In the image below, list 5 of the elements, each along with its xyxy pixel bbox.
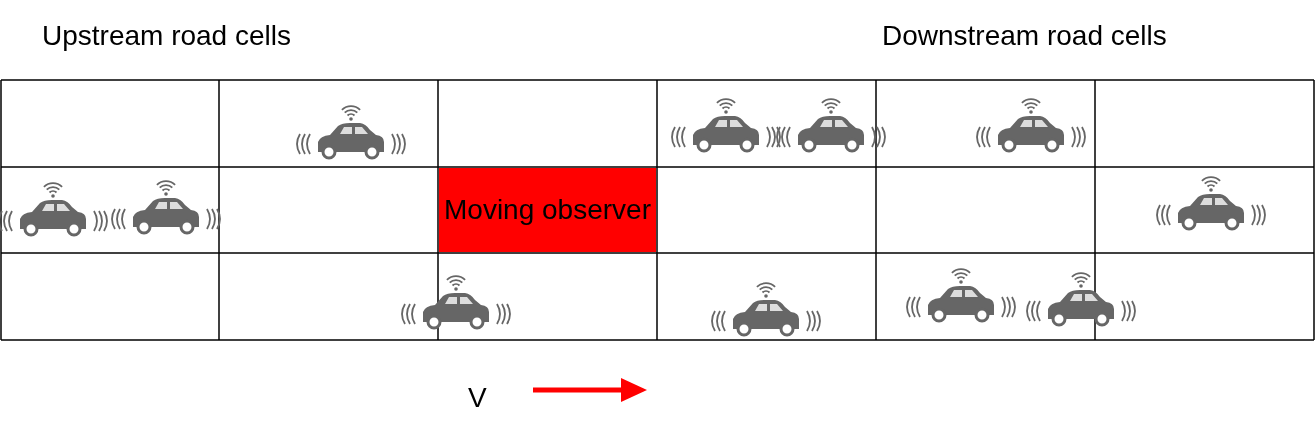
velocity-label: V — [468, 384, 487, 412]
section-heading: Upstream road cells — [42, 22, 291, 50]
observer-cell — [439, 168, 656, 252]
observer-label: Moving observer — [444, 193, 651, 227]
section-heading: Downstream road cells — [882, 22, 1167, 50]
